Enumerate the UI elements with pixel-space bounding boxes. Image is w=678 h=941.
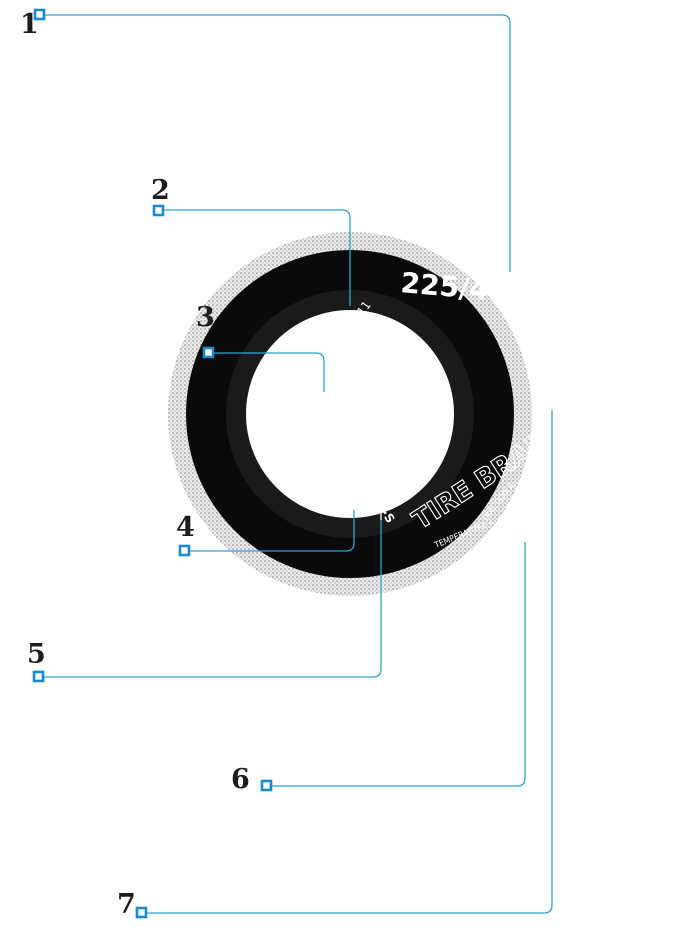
leader-2 bbox=[159, 209, 351, 306]
callout-number-4: 4 bbox=[176, 512, 195, 543]
callout-number-2: 2 bbox=[151, 175, 170, 206]
dot-text: DOT bbox=[316, 380, 336, 409]
leader-5 bbox=[39, 520, 382, 678]
mo-text: MO bbox=[308, 430, 327, 460]
leader-lines bbox=[39, 14, 553, 914]
leader-6 bbox=[267, 542, 526, 787]
tire: 225/40R18 93W DOT U2JXAMR4811 MO M+S TIR… bbox=[168, 232, 653, 596]
callout-number-6: 6 bbox=[231, 764, 250, 795]
callout-number-7: 7 bbox=[117, 889, 136, 920]
callout-numbers: 1 2 3 4 5 6 7 bbox=[20, 9, 250, 920]
tire-pointer-arrows bbox=[319, 388, 557, 542]
marker-4 bbox=[178, 544, 191, 557]
leader-1 bbox=[40, 14, 511, 272]
marker-3 bbox=[202, 346, 215, 359]
rim-opening bbox=[246, 310, 454, 518]
marker-7 bbox=[135, 906, 148, 919]
leader-4 bbox=[185, 510, 355, 552]
marker-1 bbox=[33, 8, 46, 21]
callout-number-5: 5 bbox=[27, 639, 46, 670]
treadwear-text: TREADWEAR 300 bbox=[561, 435, 599, 500]
mountain-snowflake-icon bbox=[340, 472, 366, 500]
marker-5 bbox=[32, 670, 45, 683]
marker-2 bbox=[152, 204, 165, 217]
marker-6 bbox=[260, 779, 273, 792]
callout-markers bbox=[32, 8, 273, 919]
leader-3 bbox=[209, 352, 325, 392]
callout-number-3: 3 bbox=[196, 302, 215, 333]
load-speed-text: 93W bbox=[532, 331, 577, 386]
leader-7 bbox=[142, 410, 553, 914]
callout-number-1: 1 bbox=[20, 9, 39, 40]
